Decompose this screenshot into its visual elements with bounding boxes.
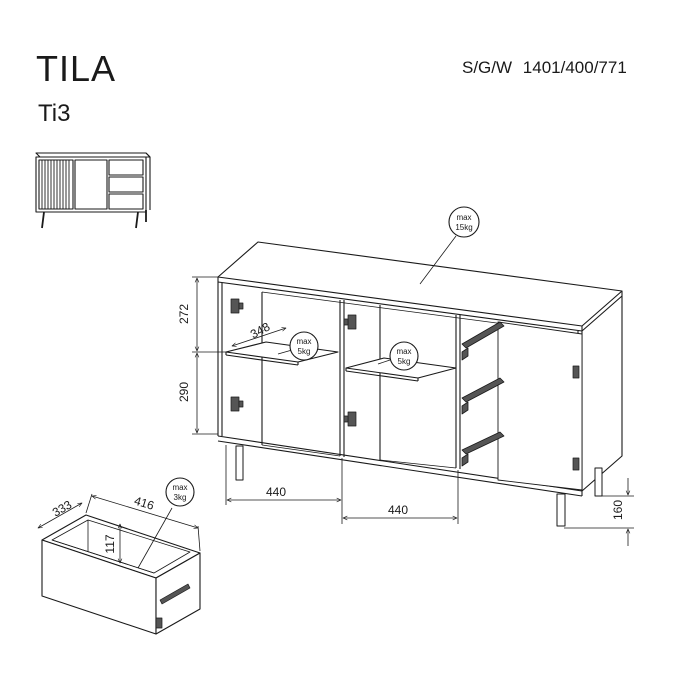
drawer-detail (41, 514, 201, 635)
svg-text:15kg: 15kg (455, 223, 472, 232)
dim-drawer-height: 117 (103, 534, 117, 553)
svg-text:3kg: 3kg (174, 493, 187, 502)
dim-shelf-depth: 348 (248, 319, 273, 341)
dim-leg-height: 160 (611, 500, 625, 520)
svg-text:5kg: 5kg (398, 357, 411, 366)
svg-text:max: max (172, 483, 187, 492)
svg-text:max: max (296, 337, 311, 346)
overall-dimensions: S/G/W 1401/400/771 (462, 58, 627, 78)
svg-text:max: max (396, 347, 411, 356)
dim-left-compartment-width: 440 (266, 485, 286, 499)
dim-middle-compartment-width: 440 (388, 503, 408, 517)
product-name: TILA (36, 48, 117, 89)
load-badge-drawer: max 3kg (165, 477, 195, 507)
load-badge-shelf-middle: max 5kg (389, 341, 419, 371)
svg-text:max: max (456, 213, 471, 222)
drawer-slides (461, 321, 505, 467)
product-thumbnail (35, 152, 151, 229)
svg-text:5kg: 5kg (298, 347, 311, 356)
dim-drawer-width: 416 (133, 494, 157, 513)
hinges (230, 298, 580, 471)
dim-lower-compartment-height: 290 (177, 382, 191, 402)
model-code: Ti3 (38, 100, 71, 127)
dimensions-label: S/G/W (462, 58, 513, 77)
dimensions-value: 1401/400/771 (522, 58, 627, 77)
dim-drawer-depth: 333 (50, 497, 75, 519)
load-badge-shelf-left: max 5kg (289, 331, 319, 361)
load-badge-top: max 15kg (448, 206, 480, 238)
cabinet-drawing (217, 241, 623, 527)
cabinet-legs (235, 445, 603, 527)
main-dimension-lines (192, 235, 634, 546)
dim-upper-compartment-height: 272 (177, 304, 191, 324)
drawer-dimension-lines (38, 493, 201, 569)
